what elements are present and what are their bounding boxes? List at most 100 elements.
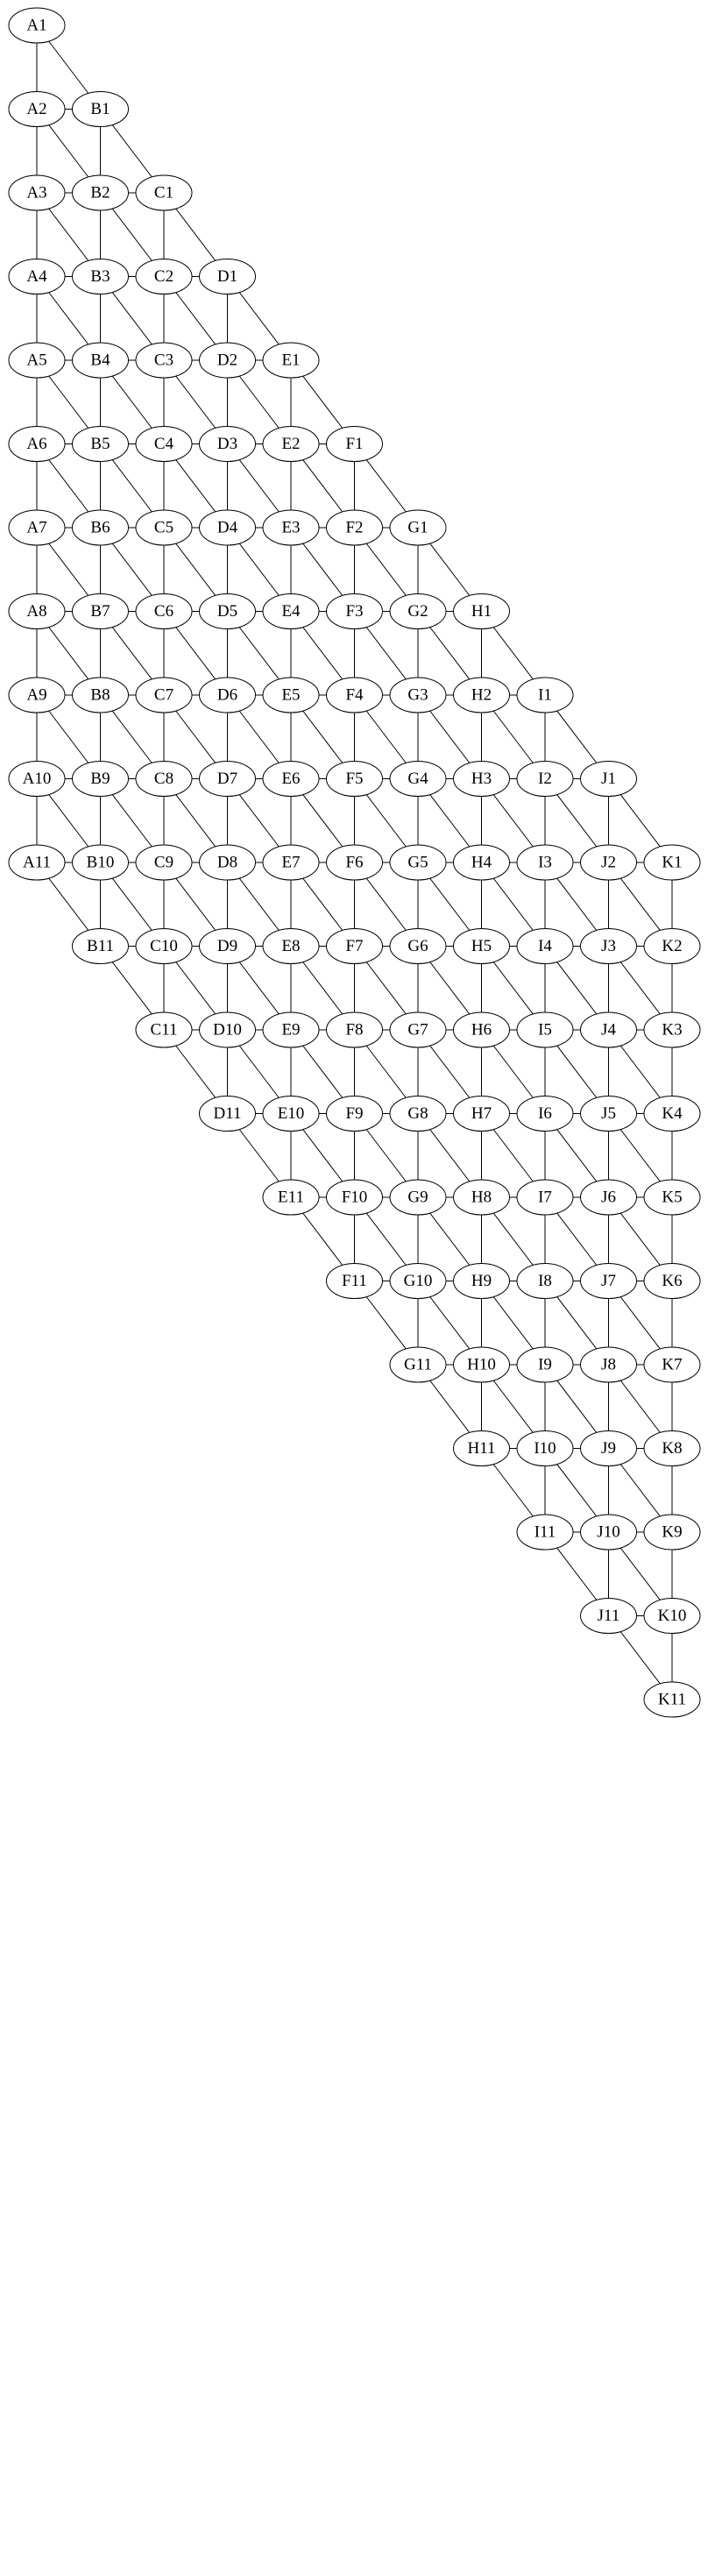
node-label: I4 bbox=[538, 937, 552, 955]
node-g10: G10 bbox=[389, 1263, 447, 1299]
node-label: C10 bbox=[150, 937, 178, 955]
node-label: K6 bbox=[662, 1272, 682, 1290]
node-label: E6 bbox=[281, 770, 300, 788]
node-ellipse bbox=[516, 928, 574, 964]
node-label: B1 bbox=[90, 100, 110, 118]
node-label: F11 bbox=[342, 1272, 367, 1290]
node-label: I9 bbox=[538, 1356, 552, 1374]
node-label: H11 bbox=[467, 1439, 495, 1458]
node-label: J4 bbox=[601, 1021, 616, 1040]
node-d7: D7 bbox=[199, 761, 256, 797]
node-b8: B8 bbox=[72, 677, 129, 713]
node-k6: K6 bbox=[643, 1263, 701, 1299]
node-label: G4 bbox=[407, 770, 428, 788]
node-ellipse bbox=[199, 761, 256, 797]
node-ellipse bbox=[135, 509, 193, 546]
node-h10: H10 bbox=[453, 1346, 510, 1383]
node-ellipse bbox=[199, 1011, 256, 1048]
node-ellipse bbox=[516, 844, 574, 881]
node-label: B6 bbox=[90, 519, 110, 537]
node-ellipse bbox=[580, 1263, 637, 1299]
node-a3: A3 bbox=[8, 174, 66, 211]
node-label: F4 bbox=[345, 686, 364, 705]
node-i2: I2 bbox=[516, 761, 574, 797]
node-ellipse bbox=[389, 1263, 447, 1299]
node-label: D3 bbox=[217, 435, 237, 453]
node-k8: K8 bbox=[643, 1430, 701, 1466]
node-g5: G5 bbox=[389, 844, 447, 881]
node-ellipse bbox=[262, 928, 320, 964]
node-ellipse bbox=[516, 1430, 574, 1466]
node-label: E3 bbox=[281, 519, 300, 537]
node-ellipse bbox=[262, 426, 320, 462]
node-label: F7 bbox=[345, 937, 363, 955]
node-label: H1 bbox=[471, 602, 492, 621]
node-h11: H11 bbox=[453, 1430, 510, 1466]
node-ellipse bbox=[262, 677, 320, 713]
node-ellipse bbox=[135, 593, 193, 629]
node-label: H10 bbox=[467, 1356, 496, 1374]
node-c6: C6 bbox=[135, 593, 193, 629]
node-i7: I7 bbox=[516, 1179, 574, 1216]
node-label: F6 bbox=[345, 854, 363, 872]
node-ellipse bbox=[72, 91, 129, 127]
node-ellipse bbox=[643, 1096, 701, 1132]
node-ellipse bbox=[72, 259, 129, 295]
node-ellipse bbox=[453, 593, 510, 629]
node-ellipse bbox=[72, 426, 129, 462]
node-label: J5 bbox=[601, 1104, 616, 1123]
node-e7: E7 bbox=[262, 844, 320, 881]
node-b3: B3 bbox=[72, 259, 129, 295]
node-f5: F5 bbox=[326, 761, 383, 797]
node-j6: J6 bbox=[580, 1179, 637, 1216]
node-ellipse bbox=[326, 1179, 383, 1216]
node-ellipse bbox=[643, 1514, 701, 1551]
node-ellipse bbox=[643, 1598, 701, 1634]
node-ellipse bbox=[199, 844, 256, 881]
node-c7: C7 bbox=[135, 677, 193, 713]
node-ellipse bbox=[453, 844, 510, 881]
node-ellipse bbox=[326, 761, 383, 797]
node-h5: H5 bbox=[453, 928, 510, 964]
node-label: K9 bbox=[662, 1523, 682, 1542]
node-h9: H9 bbox=[453, 1263, 510, 1299]
node-ellipse bbox=[643, 844, 701, 881]
node-ellipse bbox=[326, 509, 383, 546]
node-d1: D1 bbox=[199, 259, 256, 295]
node-label: A8 bbox=[26, 602, 46, 621]
node-label: F2 bbox=[345, 519, 363, 537]
node-ellipse bbox=[326, 1011, 383, 1048]
node-ellipse bbox=[8, 677, 66, 713]
node-ellipse bbox=[389, 509, 447, 546]
node-label: I2 bbox=[538, 770, 552, 788]
node-b11: B11 bbox=[72, 928, 129, 964]
node-label: C6 bbox=[154, 602, 173, 621]
node-ellipse bbox=[580, 1011, 637, 1048]
node-g7: G7 bbox=[389, 1011, 447, 1048]
node-label: B4 bbox=[90, 351, 110, 370]
node-label: F9 bbox=[345, 1104, 363, 1123]
node-label: I5 bbox=[538, 1021, 552, 1040]
node-ellipse bbox=[580, 1514, 637, 1551]
node-h3: H3 bbox=[453, 761, 510, 797]
node-label: E11 bbox=[278, 1189, 304, 1207]
node-label: E9 bbox=[281, 1021, 300, 1040]
node-ellipse bbox=[135, 426, 193, 462]
node-label: J9 bbox=[601, 1439, 616, 1458]
node-a6: A6 bbox=[8, 426, 66, 462]
node-j5: J5 bbox=[580, 1096, 637, 1132]
node-k5: K5 bbox=[643, 1179, 701, 1216]
node-g2: G2 bbox=[389, 593, 447, 629]
node-label: D6 bbox=[217, 686, 237, 705]
node-e4: E4 bbox=[262, 593, 320, 629]
node-label: J6 bbox=[601, 1189, 616, 1207]
node-label: F3 bbox=[345, 602, 363, 621]
node-label: A2 bbox=[26, 100, 46, 118]
node-label: I1 bbox=[538, 686, 552, 705]
node-e1: E1 bbox=[262, 342, 320, 379]
node-label: K4 bbox=[662, 1104, 683, 1123]
node-ellipse bbox=[135, 174, 193, 211]
node-label: C1 bbox=[154, 184, 173, 202]
node-label: H7 bbox=[471, 1104, 492, 1123]
node-label: K5 bbox=[662, 1189, 682, 1207]
